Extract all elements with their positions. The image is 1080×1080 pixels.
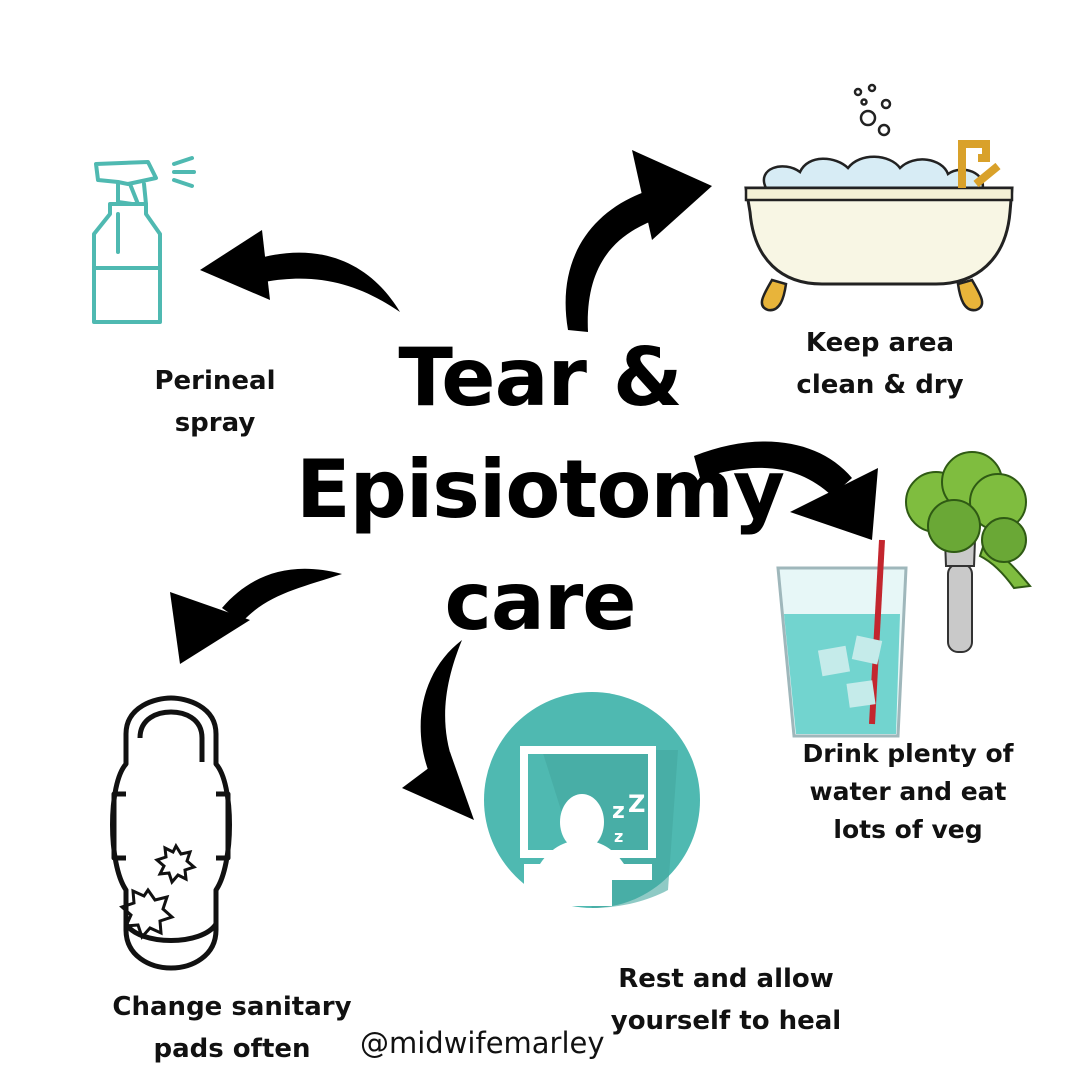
author-handle: @midwifemarley [360,1026,605,1060]
sanitary-pad-icon [110,695,232,971]
label-perineal-spray: Perineal spray [110,360,320,444]
label-line: water and eat [809,777,1007,806]
svg-text:z: z [612,799,625,824]
arrow-to-rest-icon [402,640,474,820]
arrow-to-spray-icon [200,230,400,312]
label-line: yourself to heal [610,1006,842,1036]
label-line: Perineal [154,366,276,396]
arrow-to-bath-icon [565,150,712,332]
label-line: lots of veg [833,815,983,844]
svg-text:z: z [614,827,623,846]
label-line: pads often [153,1034,311,1064]
label-keep-clean: Keep area clean & dry [760,322,1000,406]
label-rest: Rest and allow yourself to heal [586,958,866,1042]
spray-bottle-icon [92,156,196,324]
broccoli-fork-icon [905,451,1032,653]
label-line: Drink plenty of [802,739,1014,768]
label-change-pads: Change sanitary pads often [92,986,372,1070]
label-line: Keep area [805,328,955,358]
water-broccoli-icon [776,451,1032,738]
water-glass-icon [776,539,908,738]
arrow-to-food-icon [694,441,878,540]
title-line-1: Tear & [398,331,682,424]
label-line: spray [174,408,256,438]
label-line: clean & dry [796,370,964,400]
arrow-to-pads-icon [170,568,342,664]
bathtub-icon [744,83,1014,312]
label-drink-water: Drink plenty of water and eat lots of ve… [776,735,1040,849]
title-line-3: care [444,555,636,648]
sleeping-person-icon: z Z z [484,692,700,908]
svg-text:Z: Z [628,790,645,818]
label-line: Rest and allow [618,964,834,994]
label-line: Change sanitary [112,992,352,1022]
